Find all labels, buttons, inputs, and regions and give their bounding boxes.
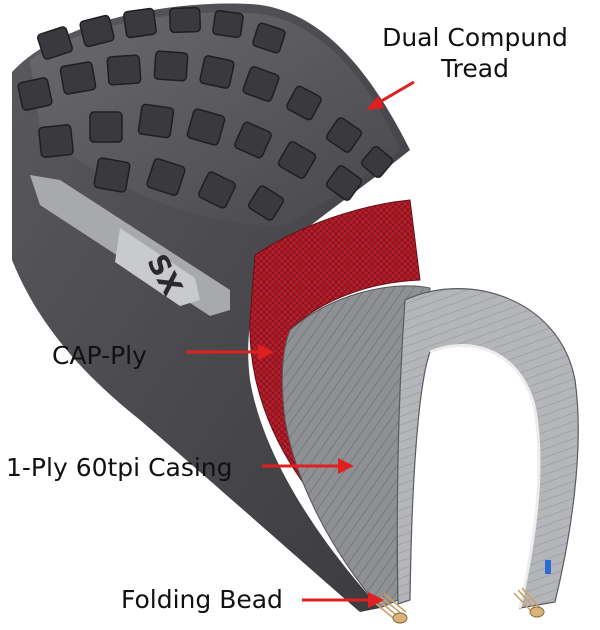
label-tread-line1: Dual Compund <box>382 23 568 52</box>
label-tread-line2: Tread <box>441 54 509 83</box>
arrow-bead <box>302 592 384 608</box>
inner-liner <box>396 287 579 609</box>
tread-knobs <box>17 6 394 221</box>
inner-liner-edge <box>429 344 541 609</box>
label-cap-ply: CAP-Ply <box>52 341 147 370</box>
bead-right <box>513 560 551 618</box>
bead-wires <box>374 560 551 624</box>
label-casing: 1-Ply 60tpi Casing <box>6 453 233 482</box>
label-dual-compound-tread: Dual Compund Tread <box>372 22 578 84</box>
arrow-cap-ply <box>186 344 274 360</box>
bead-left <box>374 593 408 624</box>
arrow-tread <box>366 80 415 110</box>
label-folding-bead: Folding Bead <box>121 585 283 614</box>
arrow-casing <box>262 458 354 474</box>
callout-arrows <box>186 80 415 608</box>
